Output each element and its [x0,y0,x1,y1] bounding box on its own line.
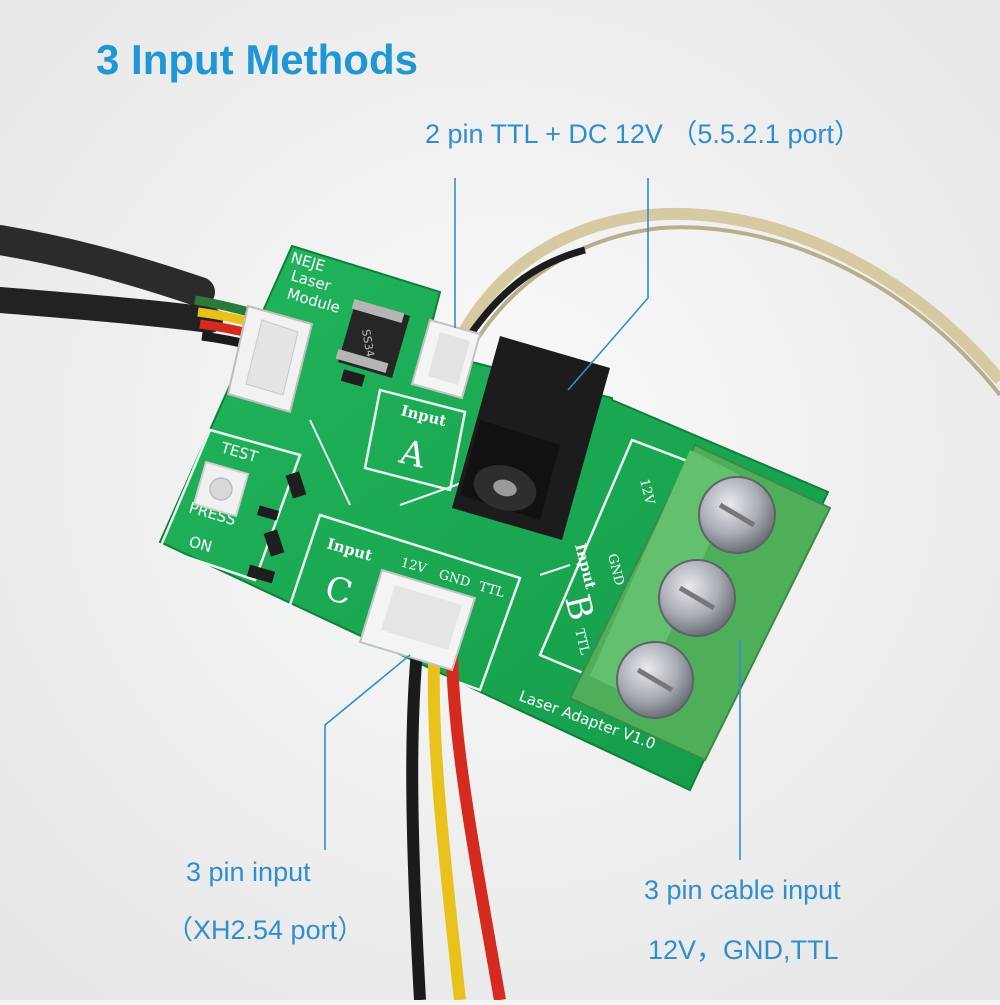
input-a-callout: 2 pin TTL + DC 12V （5.5.2.1 port） [425,119,861,149]
left-connector [226,304,314,414]
input-c-callout-line1: 3 pin input [186,857,311,887]
svg-text:12V: 12V [399,555,429,577]
input-c-pin-12v: 12V [399,555,429,577]
top-cable [459,207,1000,397]
callout-lines [324,178,741,860]
input-c-callout-line2: （XH2.54 port） [166,915,365,945]
input-c-connector [358,568,506,1002]
svg-text:SS34: SS34 [359,328,377,358]
input-b-callout-line2: 12V，GND,TTL [648,935,839,965]
svg-text:12V: 12V [636,477,657,506]
diode: SS34 [335,299,410,378]
smd-components [246,369,366,584]
page-title: 3 Input Methods [96,36,418,83]
test-button [192,460,250,518]
on-label: ON [187,533,214,557]
svg-text:TTL: TTL [477,579,507,601]
svg-text:ON: ON [187,533,214,557]
input-b-callout-line1: 3 pin cable input [644,875,841,905]
input-a-connector [410,318,482,400]
svg-text:TTL: TTL [571,627,592,656]
diode-marking: SS34 [359,328,377,358]
terminal-block [568,443,832,762]
input-c-pin-ttl: TTL [477,579,507,601]
input-b-pin-ttl: TTL [571,627,592,656]
input-b-pin-12v: 12V [636,477,657,506]
